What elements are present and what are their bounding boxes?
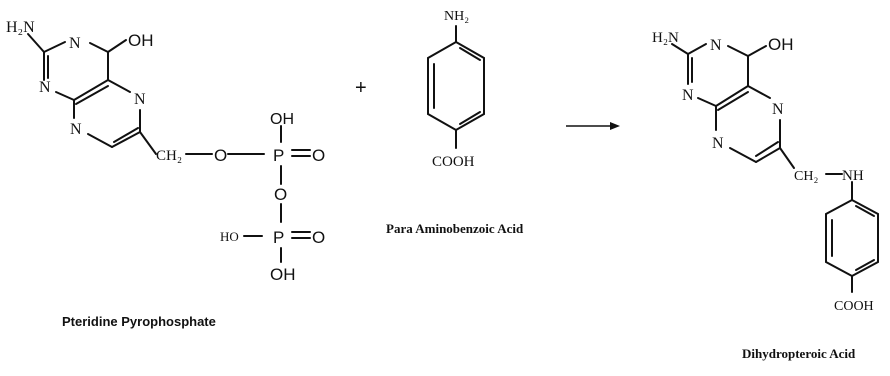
- r1-ch2-label: CH₂: [156, 148, 182, 164]
- r1-o-double2-label: O: [312, 228, 325, 247]
- para-aminobenzoic-acid-caption: Para Aminobenzoic Acid: [386, 221, 524, 236]
- plus-sign: +: [355, 77, 367, 99]
- p-h2n-label: H₂N: [652, 30, 679, 46]
- p-n3-label: N: [772, 101, 784, 118]
- r1-n3-label: N: [134, 91, 146, 108]
- r1-o-bridge-label: O: [274, 185, 287, 204]
- r1-p1-label: P: [273, 146, 284, 165]
- dihydropteroic-acid-caption: Dihydropteroic Acid: [742, 346, 856, 361]
- pteridine-pyrophosphate-caption: Pteridine Pyrophosphate: [62, 314, 216, 329]
- r1-o-double1-label: O: [312, 146, 325, 165]
- r1-n2-label: N: [39, 79, 51, 96]
- p-n2-label: N: [682, 87, 694, 104]
- p-n4-label: N: [712, 135, 724, 152]
- r1-o1-label: O: [214, 146, 227, 165]
- r1-h2n-label: H₂N: [6, 19, 35, 36]
- dihydropteroic-acid-structure: H₂N N OH N N N CH₂ NH COOH: [652, 30, 879, 314]
- r1-oh-label: OH: [128, 31, 154, 50]
- p-nh-label: NH: [842, 168, 864, 184]
- reaction-arrow: [566, 122, 620, 130]
- r1-n1-label: N: [69, 35, 81, 52]
- r2-nh2-label: NH₂: [444, 9, 469, 24]
- p-oh-label: OH: [768, 35, 794, 54]
- pteridine-pyrophosphate-structure: H₂N N OH N N N CH₂ O P OH O O HO P O OH: [6, 19, 325, 284]
- r1-n4-label: N: [70, 121, 82, 138]
- r1-ho-label: HO: [220, 229, 239, 244]
- r2-cooh-label: COOH: [432, 154, 475, 170]
- p-cooh-label: COOH: [834, 299, 874, 314]
- r1-oh-bottom-label: OH: [270, 265, 296, 284]
- para-aminobenzoic-acid-structure: NH₂ COOH: [427, 9, 485, 170]
- p-ch2-label: CH₂: [794, 169, 818, 184]
- r1-p2-label: P: [273, 228, 284, 247]
- p-n1-label: N: [710, 37, 722, 54]
- r1-oh-top-label: OH: [270, 111, 294, 128]
